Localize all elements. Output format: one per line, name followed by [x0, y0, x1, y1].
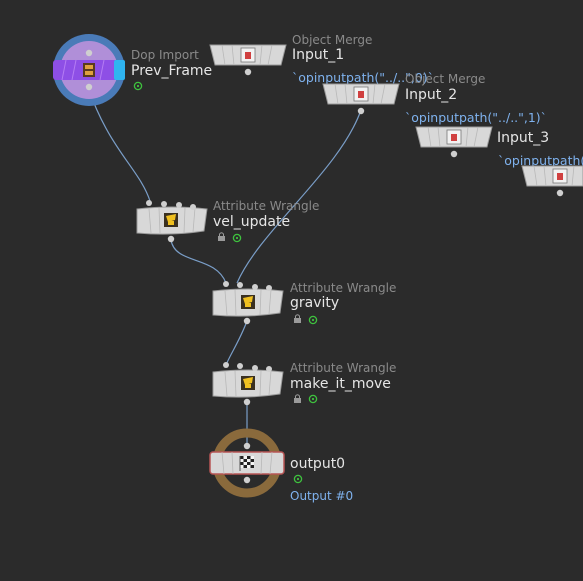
node-type-label: Dop Import: [131, 48, 199, 62]
node-input-2[interactable]: Object Merge Input_2 `opinputpath("../..…: [322, 72, 547, 125]
node-name-label: make_it_move: [290, 376, 391, 392]
node-comment-label: Output #0: [290, 489, 353, 503]
input-port-1[interactable]: [223, 362, 229, 368]
display-flag-icon[interactable]: [133, 81, 143, 91]
node-expression-label: `opinputpath(: [498, 153, 583, 168]
lock-icon[interactable]: [218, 232, 225, 241]
node-type-label: Attribute Wrangle: [290, 281, 396, 295]
wrangle-icon: [241, 376, 255, 390]
output-port[interactable]: [243, 317, 251, 325]
input-port[interactable]: [85, 49, 93, 57]
wire-input-2-to-gravity[interactable]: [236, 109, 362, 284]
lock-icon[interactable]: [294, 314, 301, 323]
node-name-label: Input_3: [497, 130, 549, 146]
display-flag-icon[interactable]: [308, 394, 318, 404]
output-port[interactable]: [85, 83, 93, 91]
object-merge-icon: [552, 168, 568, 184]
input-port-3[interactable]: [176, 202, 182, 208]
node-name-label: gravity: [290, 295, 339, 311]
node-input-3[interactable]: Input_3 `opinputpath(: [415, 126, 583, 168]
input-port-2[interactable]: [237, 282, 243, 288]
node-type-label: Object Merge: [405, 72, 485, 86]
node-name-label: Input_2: [405, 87, 457, 103]
node-name-label: output0: [290, 456, 345, 472]
output-port[interactable]: [167, 235, 175, 243]
checkered-flag-icon: [239, 456, 254, 471]
input-port-1[interactable]: [223, 281, 229, 287]
input-port-1[interactable]: [146, 200, 152, 206]
wrangle-icon: [241, 295, 255, 309]
node-body: [521, 165, 583, 187]
display-flag-icon[interactable]: [232, 233, 242, 243]
input-port-4[interactable]: [266, 285, 272, 291]
wrangle-icon: [164, 213, 178, 227]
wire-vel-update-to-gravity[interactable]: [170, 239, 227, 284]
node-expression-label: `opinputpath("../..",0)`: [292, 70, 434, 85]
node-type-label: Object Merge: [292, 33, 372, 47]
output-port[interactable]: [243, 476, 251, 484]
node-expression-label: `opinputpath("../..",1)`: [405, 110, 547, 125]
dop-node-end-cap: [114, 60, 125, 80]
node-make-it-move[interactable]: Attribute Wrangle make_it_move: [212, 361, 396, 406]
display-flag-icon[interactable]: [293, 474, 303, 484]
input-port-2[interactable]: [237, 363, 243, 369]
input-port-4[interactable]: [266, 366, 272, 372]
wires: [88, 89, 362, 446]
node-name-label: vel_update: [213, 214, 290, 230]
node-input-4[interactable]: [521, 165, 583, 197]
lock-icon[interactable]: [294, 394, 301, 403]
input-port-2[interactable]: [161, 201, 167, 207]
output-port[interactable]: [556, 189, 564, 197]
object-merge-icon: [240, 47, 256, 63]
node-name-label: Prev_Frame: [131, 63, 212, 79]
output-port[interactable]: [244, 68, 252, 76]
input-port-3[interactable]: [252, 284, 258, 290]
dop-import-icon: [83, 63, 95, 77]
output-port[interactable]: [450, 150, 458, 158]
wire-gravity-to-make-it-move[interactable]: [225, 320, 248, 366]
output-port[interactable]: [357, 107, 365, 115]
node-prev-frame[interactable]: Dop Import Prev_Frame: [53, 34, 212, 106]
node-type-label: Attribute Wrangle: [290, 361, 396, 375]
input-port-3[interactable]: [252, 365, 258, 371]
node-output0[interactable]: output0 Output #0: [209, 428, 353, 503]
node-name-label: Input_1: [292, 47, 344, 63]
display-flag-icon[interactable]: [308, 315, 318, 325]
object-merge-icon: [353, 86, 369, 102]
object-merge-icon: [446, 129, 462, 145]
input-port[interactable]: [243, 442, 251, 450]
output-port[interactable]: [243, 398, 251, 406]
node-gravity[interactable]: Attribute Wrangle gravity: [212, 281, 396, 325]
node-type-label: Attribute Wrangle: [213, 199, 319, 213]
input-port-4[interactable]: [190, 204, 196, 210]
node-vel-update[interactable]: Attribute Wrangle vel_update: [136, 199, 319, 243]
wire-prev-frame-to-vel-update[interactable]: [88, 89, 151, 202]
node-input-1[interactable]: Object Merge Input_1 `opinputpath("../..…: [209, 33, 434, 85]
